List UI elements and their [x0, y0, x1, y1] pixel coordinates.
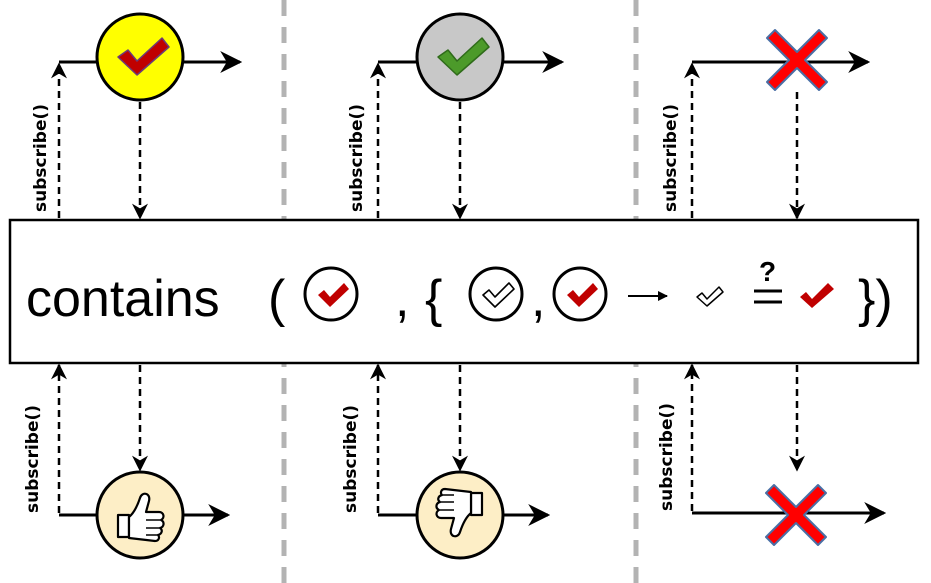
small-outline-check-icon: [696, 286, 724, 307]
panel-match: subscribe() subscribe(): [23, 12, 243, 560]
source-item-gray: [415, 12, 505, 102]
panel-error: subscribe() subscribe(): [657, 29, 887, 546]
question-mark: ?: [759, 256, 776, 287]
source-item-yellow: [95, 12, 185, 102]
operator-name: contains: [26, 270, 220, 328]
comma: ,: [395, 270, 409, 328]
subscribe-label-result: subscribe(): [23, 405, 43, 513]
subscribe-label-result: subscribe(): [341, 405, 361, 513]
error-x-icon-result: [765, 484, 827, 546]
closing-brackets: }): [858, 270, 893, 328]
open-brace: {: [425, 270, 442, 328]
subscribe-label: subscribe(): [31, 104, 51, 212]
inner-comma: ,: [531, 270, 545, 328]
subscribe-label: subscribe(): [347, 104, 367, 212]
comparer-arg-red-check-icon: [552, 266, 608, 322]
small-red-check-icon: [800, 283, 834, 308]
contains-item-icon: [303, 266, 359, 322]
subscribe-label: subscribe(): [661, 104, 681, 212]
green-check-icon: [437, 37, 490, 76]
red-check-icon: [117, 37, 170, 76]
panel-no-match: subscribe() subscribe(): [341, 12, 565, 560]
open-paren: (: [268, 270, 286, 328]
comparer-arg-outline-check-icon: [468, 266, 524, 322]
operator-box: contains ( , { , ? }): [8, 218, 920, 365]
subscribe-label-result: subscribe(): [657, 403, 677, 511]
error-x-icon: [766, 29, 828, 91]
